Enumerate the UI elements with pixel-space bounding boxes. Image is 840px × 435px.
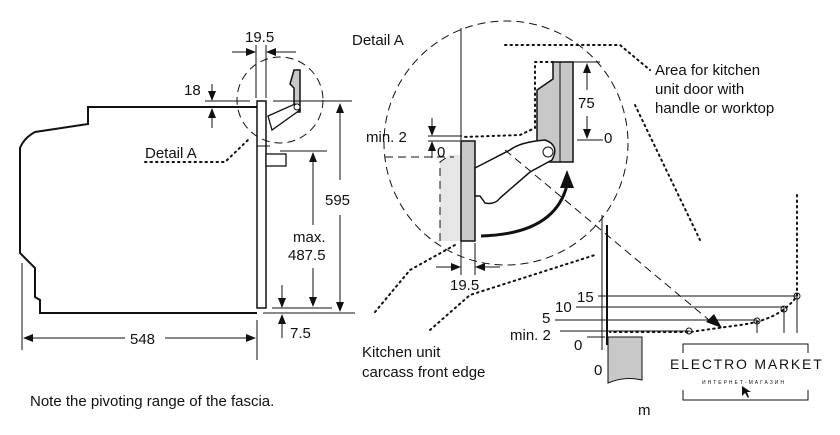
logo-brand-text: ELECTRO MARKET [670, 356, 824, 372]
dim-595: 595 [325, 192, 350, 209]
dim-75: 75 [578, 95, 595, 112]
carcass-label-line1: Kitchen unit [362, 344, 441, 361]
scale-0: 0 [574, 337, 582, 354]
scale-5: 5 [542, 310, 550, 327]
cursor-icon [742, 386, 751, 398]
dim-7-5: 7.5 [290, 325, 311, 342]
oven-door [256, 100, 267, 309]
fascia-panel [460, 140, 476, 242]
unit-m: m [638, 402, 651, 419]
scale-0b: 0 [594, 362, 602, 379]
dim-max: max. [293, 229, 326, 246]
scale-15: 15 [577, 289, 594, 306]
dim-19-5-top: 19.5 [245, 29, 274, 46]
scale-10: 10 [555, 299, 572, 316]
pivot-note: Note the pivoting range of the fascia. [30, 393, 274, 410]
scale-min2: min. 2 [510, 327, 551, 344]
dim-min2-detail: min. 2 [366, 129, 407, 146]
area-label-line1: Area for kitchen [655, 62, 760, 79]
area-label-line2: unit door with [655, 81, 744, 98]
dim-487-5: 487.5 [288, 247, 326, 264]
detail-a-marker-circle [236, 56, 324, 144]
carcass-section [607, 336, 643, 384]
oven-handle [265, 153, 287, 167]
dim-18: 18 [184, 82, 201, 99]
dim-548: 548 [130, 331, 155, 348]
carcass-label-line2: carcass front edge [362, 364, 485, 381]
dim-0-right: 0 [604, 130, 612, 147]
detail-a-circle [383, 20, 629, 266]
electro-market-logo: ELECTRO MARKET ИНТЕРНЕТ-МАГАЗИН [670, 343, 824, 401]
oven-side-view [19, 69, 301, 314]
dim-0-detail: 0 [437, 144, 445, 161]
logo-sub-text: ИНТЕРНЕТ-МАГАЗИН [702, 380, 786, 386]
detail-a-title: Detail A [352, 32, 404, 49]
dim-19-5-bottom: 19.5 [450, 277, 479, 294]
area-label-line3: handle or worktop [655, 100, 774, 117]
detail-a-small-label: Detail A [145, 145, 197, 162]
